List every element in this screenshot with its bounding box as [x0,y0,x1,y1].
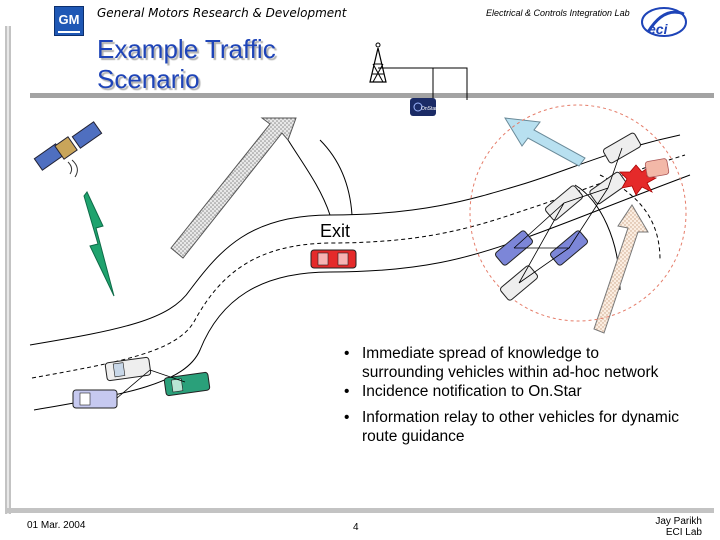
road-edge-bottom [33,174,691,411]
footer-author: Jay Parikh ECI Lab [618,516,702,538]
author-lab: ECI Lab [665,527,702,538]
bullet-item: Immediate spread of knowledge to surroun… [338,344,683,382]
ad-hoc-links-left [116,369,186,399]
exit-label: Exit [320,221,351,241]
cell-tower-icon [369,42,387,83]
title-underline [30,93,714,98]
exit-ramp-edge-right [319,139,353,216]
header-org: General Motors Research & Development [97,6,347,20]
eci-logo: eci [641,7,687,37]
bullet-item: Incidence notification to On.Star [338,382,683,401]
car-green [163,371,211,397]
gm-logo-text: GM [58,11,80,33]
lightning-icon [83,191,115,297]
uplink-arrow [504,117,586,167]
onstar-logo: OnStar [410,98,437,116]
page-title: Example Traffic Scenario [97,34,276,94]
exit-ramp-edge-left [284,134,331,216]
exit-car [310,249,357,269]
author-name: Jay Parikh [655,516,702,527]
relay-arrow [593,204,649,334]
gm-logo: GM [54,6,84,36]
satellite-icon [33,121,103,178]
page-number: 4 [353,522,359,533]
car-white-1 [104,356,152,382]
eci-logo-text: eci [648,21,669,37]
header-lab: Electrical & Controls Integration Lab [486,8,630,18]
downlink-arrow [170,117,297,259]
ad-hoc-links-right [513,147,623,284]
eci-logo-ring [641,7,687,37]
bottom-border [5,508,714,513]
crash-icon [619,158,670,196]
bullet-list: Immediate spread of knowledge to surroun… [338,344,683,446]
left-border [5,26,11,514]
onstar-logo-text: OnStar [421,106,437,112]
tower-link-line [378,67,468,100]
eci-logo-swoosh [646,10,685,33]
footer-date: 01 Mar. 2004 [27,520,86,531]
incident-range-circle [469,104,687,322]
bullet-item: Information relay to other vehicles for … [338,408,683,446]
road-branch-dashed [599,174,661,261]
car-lavender [72,389,118,409]
